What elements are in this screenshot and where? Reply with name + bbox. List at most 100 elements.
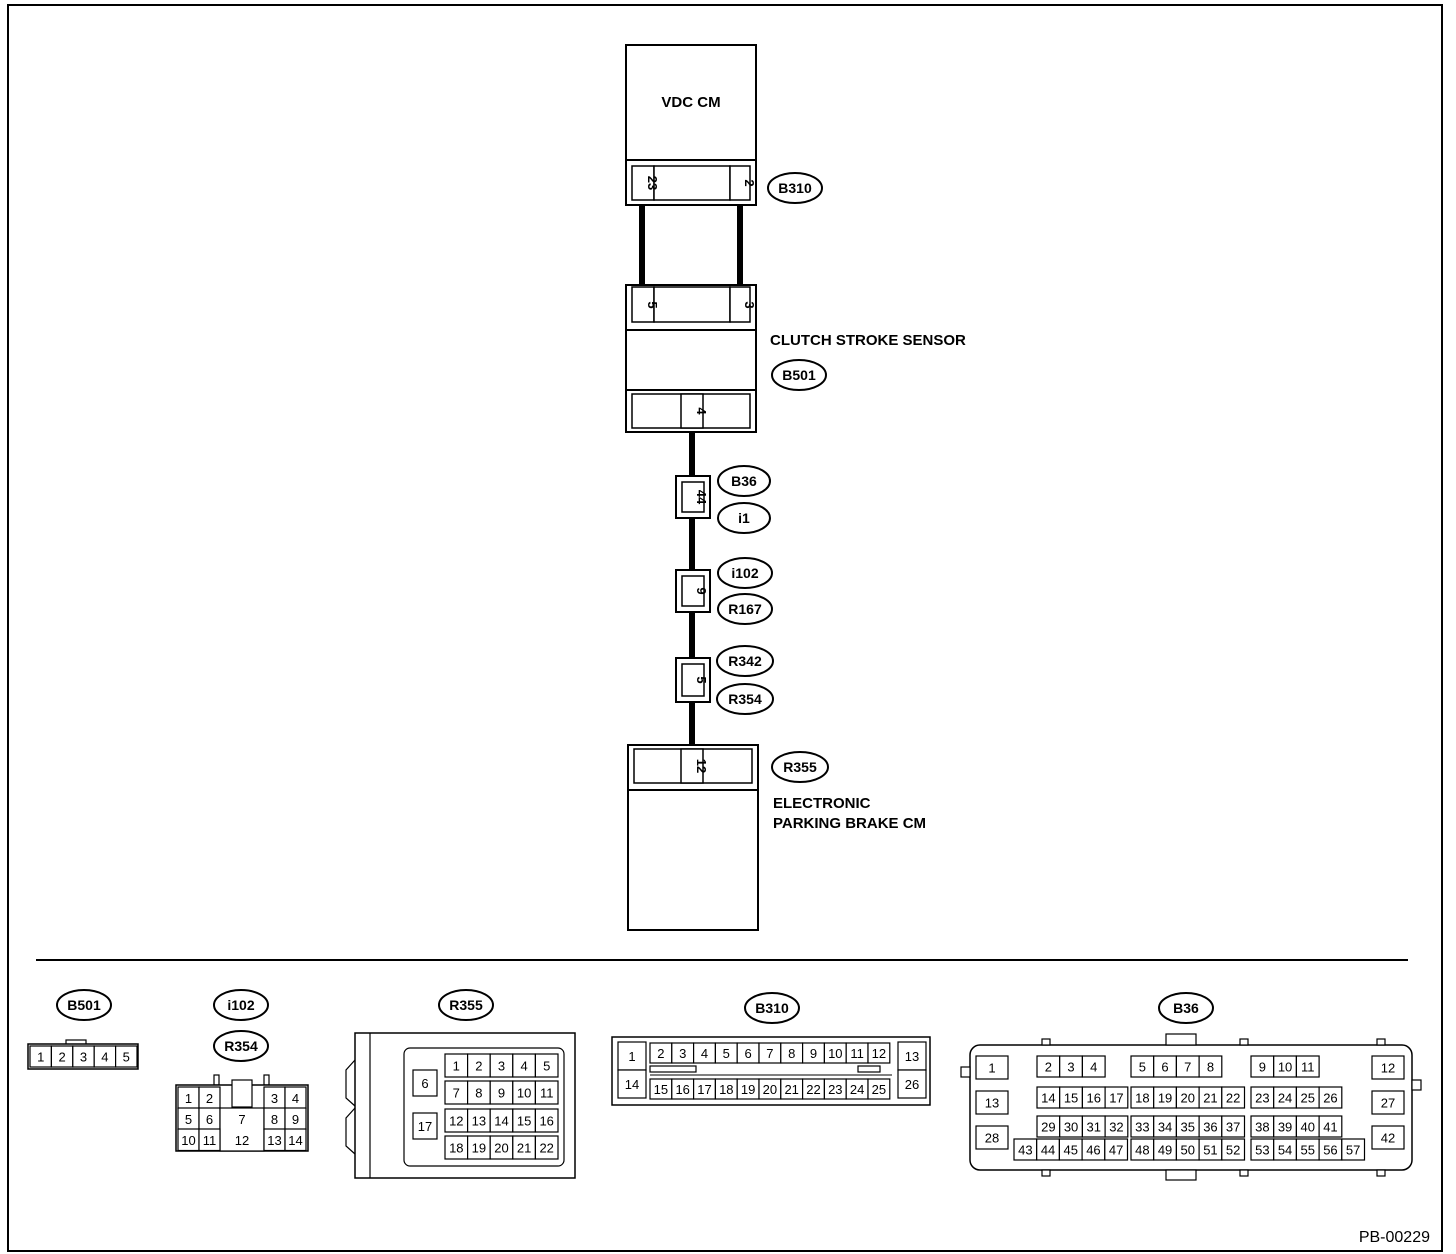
b310-lock <box>857 1065 881 1073</box>
b36-tag-label: B36 <box>731 473 757 489</box>
b310-pin-13: 13 <box>905 1049 919 1064</box>
b310-pin-3: 3 <box>679 1046 686 1061</box>
face-b36-tag-label: B36 <box>1173 1000 1199 1016</box>
r355-latch <box>345 1059 356 1107</box>
joint-b36-pin: 44 <box>694 490 709 505</box>
b501-pin-4: 4 <box>101 1050 108 1065</box>
b36-pin-5: 5 <box>1139 1060 1146 1075</box>
b36-pin-53: 53 <box>1255 1143 1269 1158</box>
face-i102-tag <box>213 989 269 1021</box>
b36-pin-31: 31 <box>1087 1120 1101 1135</box>
b36-pin-8: 8 <box>1207 1060 1214 1075</box>
i102-pin-8: 8 <box>271 1112 278 1127</box>
joint-i102-pin: 9 <box>694 587 709 594</box>
b310-pin-15: 15 <box>654 1082 668 1097</box>
epb-label-line2: PARKING BRAKE CM <box>773 815 926 832</box>
i1-tag-label: i1 <box>738 510 750 526</box>
b36-pin-28: 28 <box>985 1131 999 1146</box>
b36-pin-33: 33 <box>1135 1120 1149 1135</box>
face-r354-tag <box>213 1030 269 1062</box>
face-i102-tag-label: i102 <box>227 997 254 1013</box>
figure-code: PB-00229 <box>1359 1229 1430 1246</box>
b36-pin-cell <box>975 1055 1009 1080</box>
r355-pin-8: 8 <box>475 1086 482 1101</box>
r355-pin-12 <box>680 748 704 784</box>
b310-pin-16: 16 <box>675 1082 689 1097</box>
b310-pin-cell <box>617 1069 647 1099</box>
r355-tag <box>771 751 829 783</box>
b501-pin-5: 5 <box>123 1050 130 1065</box>
r355-tag-label: R355 <box>783 759 817 775</box>
i102-pin-4: 4 <box>292 1091 299 1106</box>
r167-tag-label: R167 <box>728 601 762 617</box>
b310-pin-1: 1 <box>628 1049 635 1064</box>
b36-pin-37: 37 <box>1226 1120 1240 1135</box>
b36-pin-cell <box>1295 1055 1320 1078</box>
b310-tag-label: B310 <box>778 180 812 196</box>
b36-pin-20: 20 <box>1181 1091 1195 1106</box>
r355-pin-14: 14 <box>494 1114 508 1129</box>
b36-pin-44: 44 <box>1041 1143 1055 1158</box>
i102-pin-14: 14 <box>288 1133 302 1148</box>
r355-pin-7: 7 <box>453 1086 460 1101</box>
r354-tag <box>716 683 774 715</box>
clutch-stroke-sensor: 5 3 4 <box>625 284 757 433</box>
b36-pin-cell <box>1104 1115 1129 1138</box>
face-r354-tag-label: R354 <box>224 1038 258 1054</box>
b36-pin-43: 43 <box>1018 1143 1032 1158</box>
b36-pin-cell <box>1198 1055 1223 1078</box>
b36-side-tab <box>960 1066 971 1078</box>
b310-pin-21: 21 <box>784 1082 798 1097</box>
r354-tag-label: R354 <box>728 691 762 707</box>
r355-pin-20: 20 <box>494 1141 508 1156</box>
b501-pin-4-label: 4 <box>694 407 709 415</box>
r355-pin-15: 15 <box>517 1114 531 1129</box>
b310-pin-23: 23 <box>828 1082 842 1097</box>
b36-pin-52: 52 <box>1226 1143 1240 1158</box>
b310-pin-11: 11 <box>850 1046 864 1061</box>
b36-pin-18: 18 <box>1135 1091 1149 1106</box>
b36-pin-2: 2 <box>1045 1060 1052 1075</box>
b310-pin-6: 6 <box>744 1046 751 1061</box>
b36-post <box>1041 1038 1051 1046</box>
b36-pin-45: 45 <box>1064 1143 1078 1158</box>
r167-tag <box>717 593 773 625</box>
i102-pin-6: 6 <box>206 1112 213 1127</box>
b310-pin-5: 5 <box>723 1046 730 1061</box>
b36-pin-27: 27 <box>1381 1096 1395 1111</box>
b310-pin-18: 18 <box>719 1082 733 1097</box>
i102-tag-label: i102 <box>731 565 758 581</box>
b36-pin-cell <box>1371 1125 1405 1150</box>
b310-pin-9: 9 <box>810 1046 817 1061</box>
b36-pin-40: 40 <box>1301 1120 1315 1135</box>
b36-pin-42: 42 <box>1381 1131 1395 1146</box>
b36-pin-21: 21 <box>1203 1091 1217 1106</box>
b501-pin-4 <box>680 393 704 429</box>
b310-pin-19: 19 <box>741 1082 755 1097</box>
b36-pin-24: 24 <box>1278 1091 1292 1106</box>
b36-pin-19: 19 <box>1158 1091 1172 1106</box>
parking-brake-cm: 12 <box>627 744 759 931</box>
b310-pin-7: 7 <box>766 1046 773 1061</box>
b36-post <box>1239 1169 1249 1177</box>
i102-pin-13: 13 <box>267 1133 281 1148</box>
face-b36-tag <box>1158 992 1214 1024</box>
b310-pin-2: 2 <box>657 1046 664 1061</box>
b36-post <box>1376 1169 1386 1177</box>
b36-pin-14: 14 <box>1041 1091 1055 1106</box>
r355-pin-cell <box>534 1108 559 1133</box>
b36-pin-25: 25 <box>1301 1091 1315 1106</box>
b310-pin-cell <box>867 1042 891 1064</box>
r355-pin-19: 19 <box>472 1141 486 1156</box>
r355-pin-21: 21 <box>517 1141 531 1156</box>
r355-pin-12: 12 <box>449 1114 463 1129</box>
b310-pin-2-label: 2 <box>742 179 757 186</box>
b310-pin-17: 17 <box>697 1082 711 1097</box>
b310-pin-25: 25 <box>872 1082 886 1097</box>
i102-pin-11: 11 <box>203 1133 217 1148</box>
b310-pin-4: 4 <box>701 1046 708 1061</box>
b36-pin-cell <box>1104 1138 1129 1161</box>
face-r355-tag-label: R355 <box>449 997 483 1013</box>
b501-pin-1: 1 <box>37 1050 44 1065</box>
b36-pin-13: 13 <box>985 1096 999 1111</box>
